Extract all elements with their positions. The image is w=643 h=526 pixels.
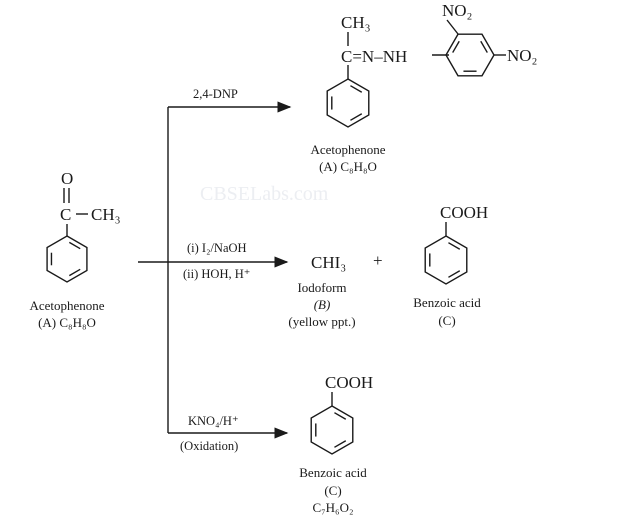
reagent-dnp: 2,4-DNP (193, 87, 238, 101)
watermark: CBSELabs.com (200, 183, 329, 205)
reagent-hydrolysis: (ii) HOH, H⁺ (183, 267, 250, 281)
reactant-formula: (A) C₈H₈O (38, 315, 96, 330)
oxidation-product-formula: C₇H₆O₂ (312, 500, 353, 515)
oxidation-product-code: (C) (324, 483, 341, 498)
oxygen-atom: O (61, 169, 73, 188)
hydrazone-formula: (A) C₈H₈O (319, 159, 377, 174)
acetophenone-structure: O C CH₃ (46, 169, 121, 283)
iodoform-code: (B) (314, 297, 331, 312)
plus-sign: + (373, 251, 383, 270)
carbonyl-carbon: C (60, 205, 71, 224)
benzoic-acid-code: (C) (438, 313, 455, 328)
reagent-condition: (Oxidation) (180, 439, 238, 453)
reagent-oxidant: KNO₄/H⁺ (188, 414, 239, 428)
reactant-name: Acetophenone (29, 298, 104, 313)
benzoic-acid-structure-oxidation: COOH (310, 373, 373, 455)
benzene-ring (424, 235, 468, 285)
hydrazone-chain: C=N–NH (341, 47, 407, 66)
carboxyl-group: COOH (325, 373, 373, 392)
oxidation-product-name: Benzoic acid (299, 465, 367, 480)
dinitrophenyl-ring (445, 33, 495, 77)
methyl-group: CH₃ (341, 13, 371, 32)
iodoform-name: Iodoform (297, 280, 346, 295)
benzoic-acid-structure: COOH (424, 203, 488, 285)
iodoform-formula: CHI₃ (311, 253, 346, 272)
nitro-group-ortho: NO₂ (442, 1, 472, 20)
methyl-group: CH₃ (91, 205, 121, 224)
iodoform-note: (yellow ppt.) (288, 314, 355, 329)
phenyl-ring (326, 78, 370, 128)
hydrazone-name: Acetophenone (310, 142, 385, 157)
nitro-group-para: NO₂ (507, 46, 537, 65)
dnp-hydrazone-structure: CH₃ C=N–NH NO₂ NO₂ (326, 1, 537, 128)
benzoic-acid-name: Benzoic acid (413, 295, 481, 310)
reagent-iodine: (i) I₂/NaOH (187, 241, 247, 255)
benzene-ring (310, 405, 354, 455)
benzene-ring (46, 235, 88, 283)
carboxyl-group: COOH (440, 203, 488, 222)
